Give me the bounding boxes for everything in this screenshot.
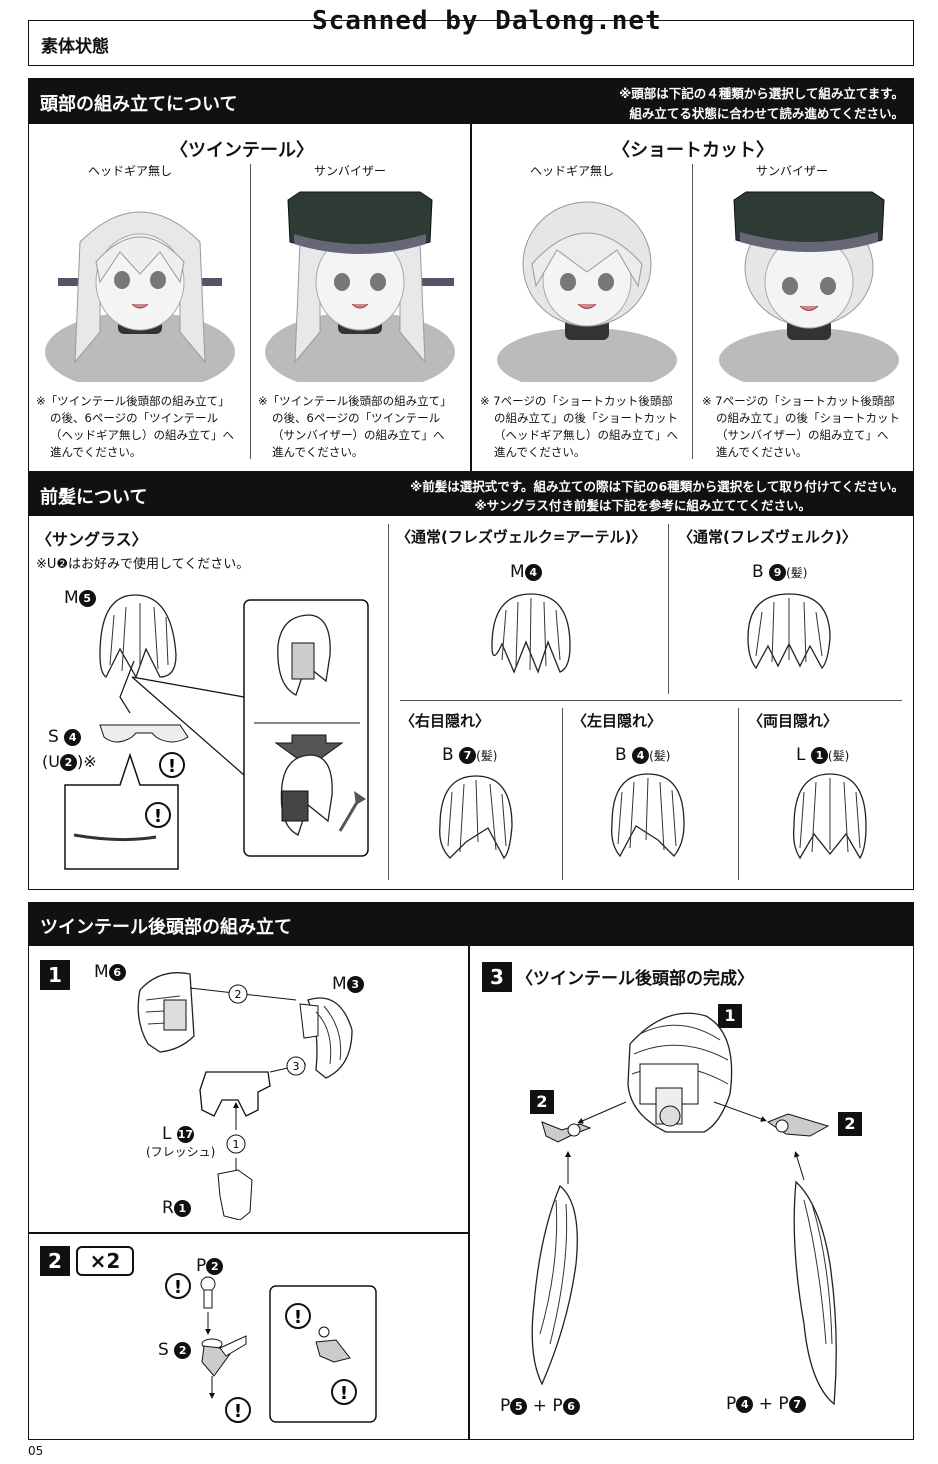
- twin-panel: [28, 946, 914, 1440]
- bangs-section-note1: ※前髪は選択式です。組み立ての際は下記の6種類から選択をして取り付けてください。: [410, 479, 904, 494]
- watermark: Scanned by Dalong.net: [312, 6, 662, 36]
- head-section-header: 頭部の組み立てについて ※頭部は下記の４種類から選択して組み立てます。 組み立て…: [28, 78, 914, 124]
- bangs-section-title: 前髪について: [40, 487, 148, 508]
- step2-number: 2: [40, 1246, 70, 1276]
- sunglasses-diagram: ! !: [64, 594, 369, 870]
- step2-multiplier: ×2: [76, 1246, 134, 1276]
- step1-number: 1: [40, 960, 70, 990]
- photo-short-visor: [714, 182, 904, 392]
- svg-text:!: !: [340, 1383, 348, 1404]
- left-hidden-title: 〈左目隠れ〉: [572, 712, 663, 730]
- head-section-note2: 組み立てる状態に合わせて読み進めてください。: [629, 106, 904, 121]
- step3-number: 3: [482, 962, 512, 992]
- part-l17-flesh: (フレッシュ): [146, 1145, 216, 1159]
- bangs-divider-v2: [668, 524, 669, 694]
- bangs-panel: [28, 516, 914, 890]
- svg-text:!: !: [174, 1277, 182, 1298]
- bangs-divider-v3: [562, 708, 563, 880]
- right-hidden-title: 〈右目隠れ〉: [400, 712, 491, 730]
- normal2-title: 〈通常(フレズヴェルク)〉: [678, 528, 857, 546]
- photo-short-nogear: [492, 182, 682, 392]
- head-divider: [470, 124, 472, 472]
- figure-head-image: [265, 191, 455, 392]
- step1-diagram: 2 3 1: [137, 972, 353, 1220]
- step3-diagram: [531, 1012, 837, 1406]
- bangs-both-icon: [792, 773, 867, 860]
- bangs-normal2-icon: [747, 593, 831, 670]
- label-short-nogear: ヘッドギア無し: [530, 164, 615, 178]
- sub-divider-1: [250, 164, 251, 459]
- group-title-shortcut: 〈ショートカット〉: [612, 140, 774, 161]
- arrow-label-1: 1: [233, 1138, 240, 1151]
- normal1-title: 〈通常(フレズヴェルク=アーテル)〉: [396, 528, 647, 546]
- part-b4: B 4(髪): [615, 745, 671, 765]
- note-twintail-nogear: ※「ツインテール後頭部の組み立て」 の後、6ページの「ツインテール （ヘッドギア…: [36, 394, 234, 459]
- figure-head-image: [45, 211, 235, 392]
- step3-badge-1: 1: [718, 1004, 742, 1028]
- photo-twintail-visor: [260, 182, 460, 392]
- step3-badge-2a: 2: [530, 1090, 554, 1114]
- svg-text:!: !: [168, 756, 176, 777]
- bangs-left-icon: [611, 773, 685, 858]
- sunglasses-note: ※U❷はお好みで使用してください。: [36, 557, 250, 572]
- photo-twintail-nogear: [40, 182, 240, 392]
- head-section-note1: ※頭部は下記の４種類から選択して組み立てます。: [619, 86, 904, 101]
- body-state-box: 素体状態: [28, 20, 914, 66]
- part-b9: B 9(髪): [752, 562, 808, 582]
- bangs-divider-h: [400, 700, 902, 701]
- twin-divider-h: [28, 1232, 470, 1234]
- bangs-divider-v: [388, 524, 389, 880]
- twin-section-header: ツインテール後頭部の組み立て: [28, 902, 914, 946]
- bangs-divider-v4: [738, 708, 739, 880]
- note-twintail-visor: ※「ツインテール後頭部の組み立て」 の後、6ページの「ツインテール （サンバイザ…: [258, 394, 452, 459]
- page-number: 05: [28, 1444, 44, 1458]
- head-section-title: 頭部の組み立てについて: [40, 94, 238, 115]
- twin-divider-v: [468, 946, 470, 1440]
- label-twintail-nogear: ヘッドギア無し: [88, 164, 173, 178]
- part-s4: S 4: [48, 727, 82, 747]
- bangs-section-note2: ※サングラス付き前髪は下記を参考に組み立ててください。: [474, 498, 811, 513]
- bangs-normal1-icon: [491, 593, 571, 674]
- step3-title: 〈ツインテール後頭部の完成〉: [516, 969, 754, 989]
- part-l17: L 17: [162, 1124, 194, 1144]
- both-hidden-title: 〈両目隠れ〉: [748, 712, 839, 730]
- svg-text:!: !: [294, 1307, 302, 1328]
- part-l1: L 1(髪): [796, 745, 850, 765]
- bangs-section-header: 前髪について ※前髪は選択式です。組み立ての際は下記の6種類から選択をして取り付…: [28, 472, 914, 516]
- part-s2: S 2: [158, 1340, 192, 1360]
- arrow-label-2: 2: [235, 988, 242, 1001]
- note-short-nogear: ※ 7ページの「ショートカット後頭部 の組み立て」の後「ショートカット （ヘッド…: [480, 394, 678, 459]
- part-b7: B 7(髪): [442, 745, 498, 765]
- note-short-visor: ※ 7ページの「ショートカット後頭部 の組み立て」の後「ショートカット （サンバ…: [702, 394, 900, 459]
- figure-head-image: [497, 201, 677, 392]
- arrow-label-3: 3: [293, 1060, 300, 1073]
- body-state-title: 素体状態: [41, 37, 109, 57]
- step3-badge-2b: 2: [838, 1112, 862, 1136]
- label-short-visor: サンバイザー: [756, 164, 829, 178]
- twin-section-title: ツインテール後頭部の組み立て: [40, 917, 292, 938]
- label-twintail-visor: サンバイザー: [314, 164, 387, 178]
- sunglasses-title: 〈サングラス〉: [36, 530, 148, 549]
- svg-text:!: !: [234, 1401, 242, 1422]
- svg-text:!: !: [154, 806, 162, 827]
- bangs-right-icon: [439, 775, 513, 860]
- step2-diagram: ! ! ! !: [165, 1273, 377, 1423]
- figure-head-image: [719, 191, 899, 392]
- sub-divider-2: [692, 164, 693, 459]
- group-title-twintail: 〈ツインテール〉: [170, 140, 314, 161]
